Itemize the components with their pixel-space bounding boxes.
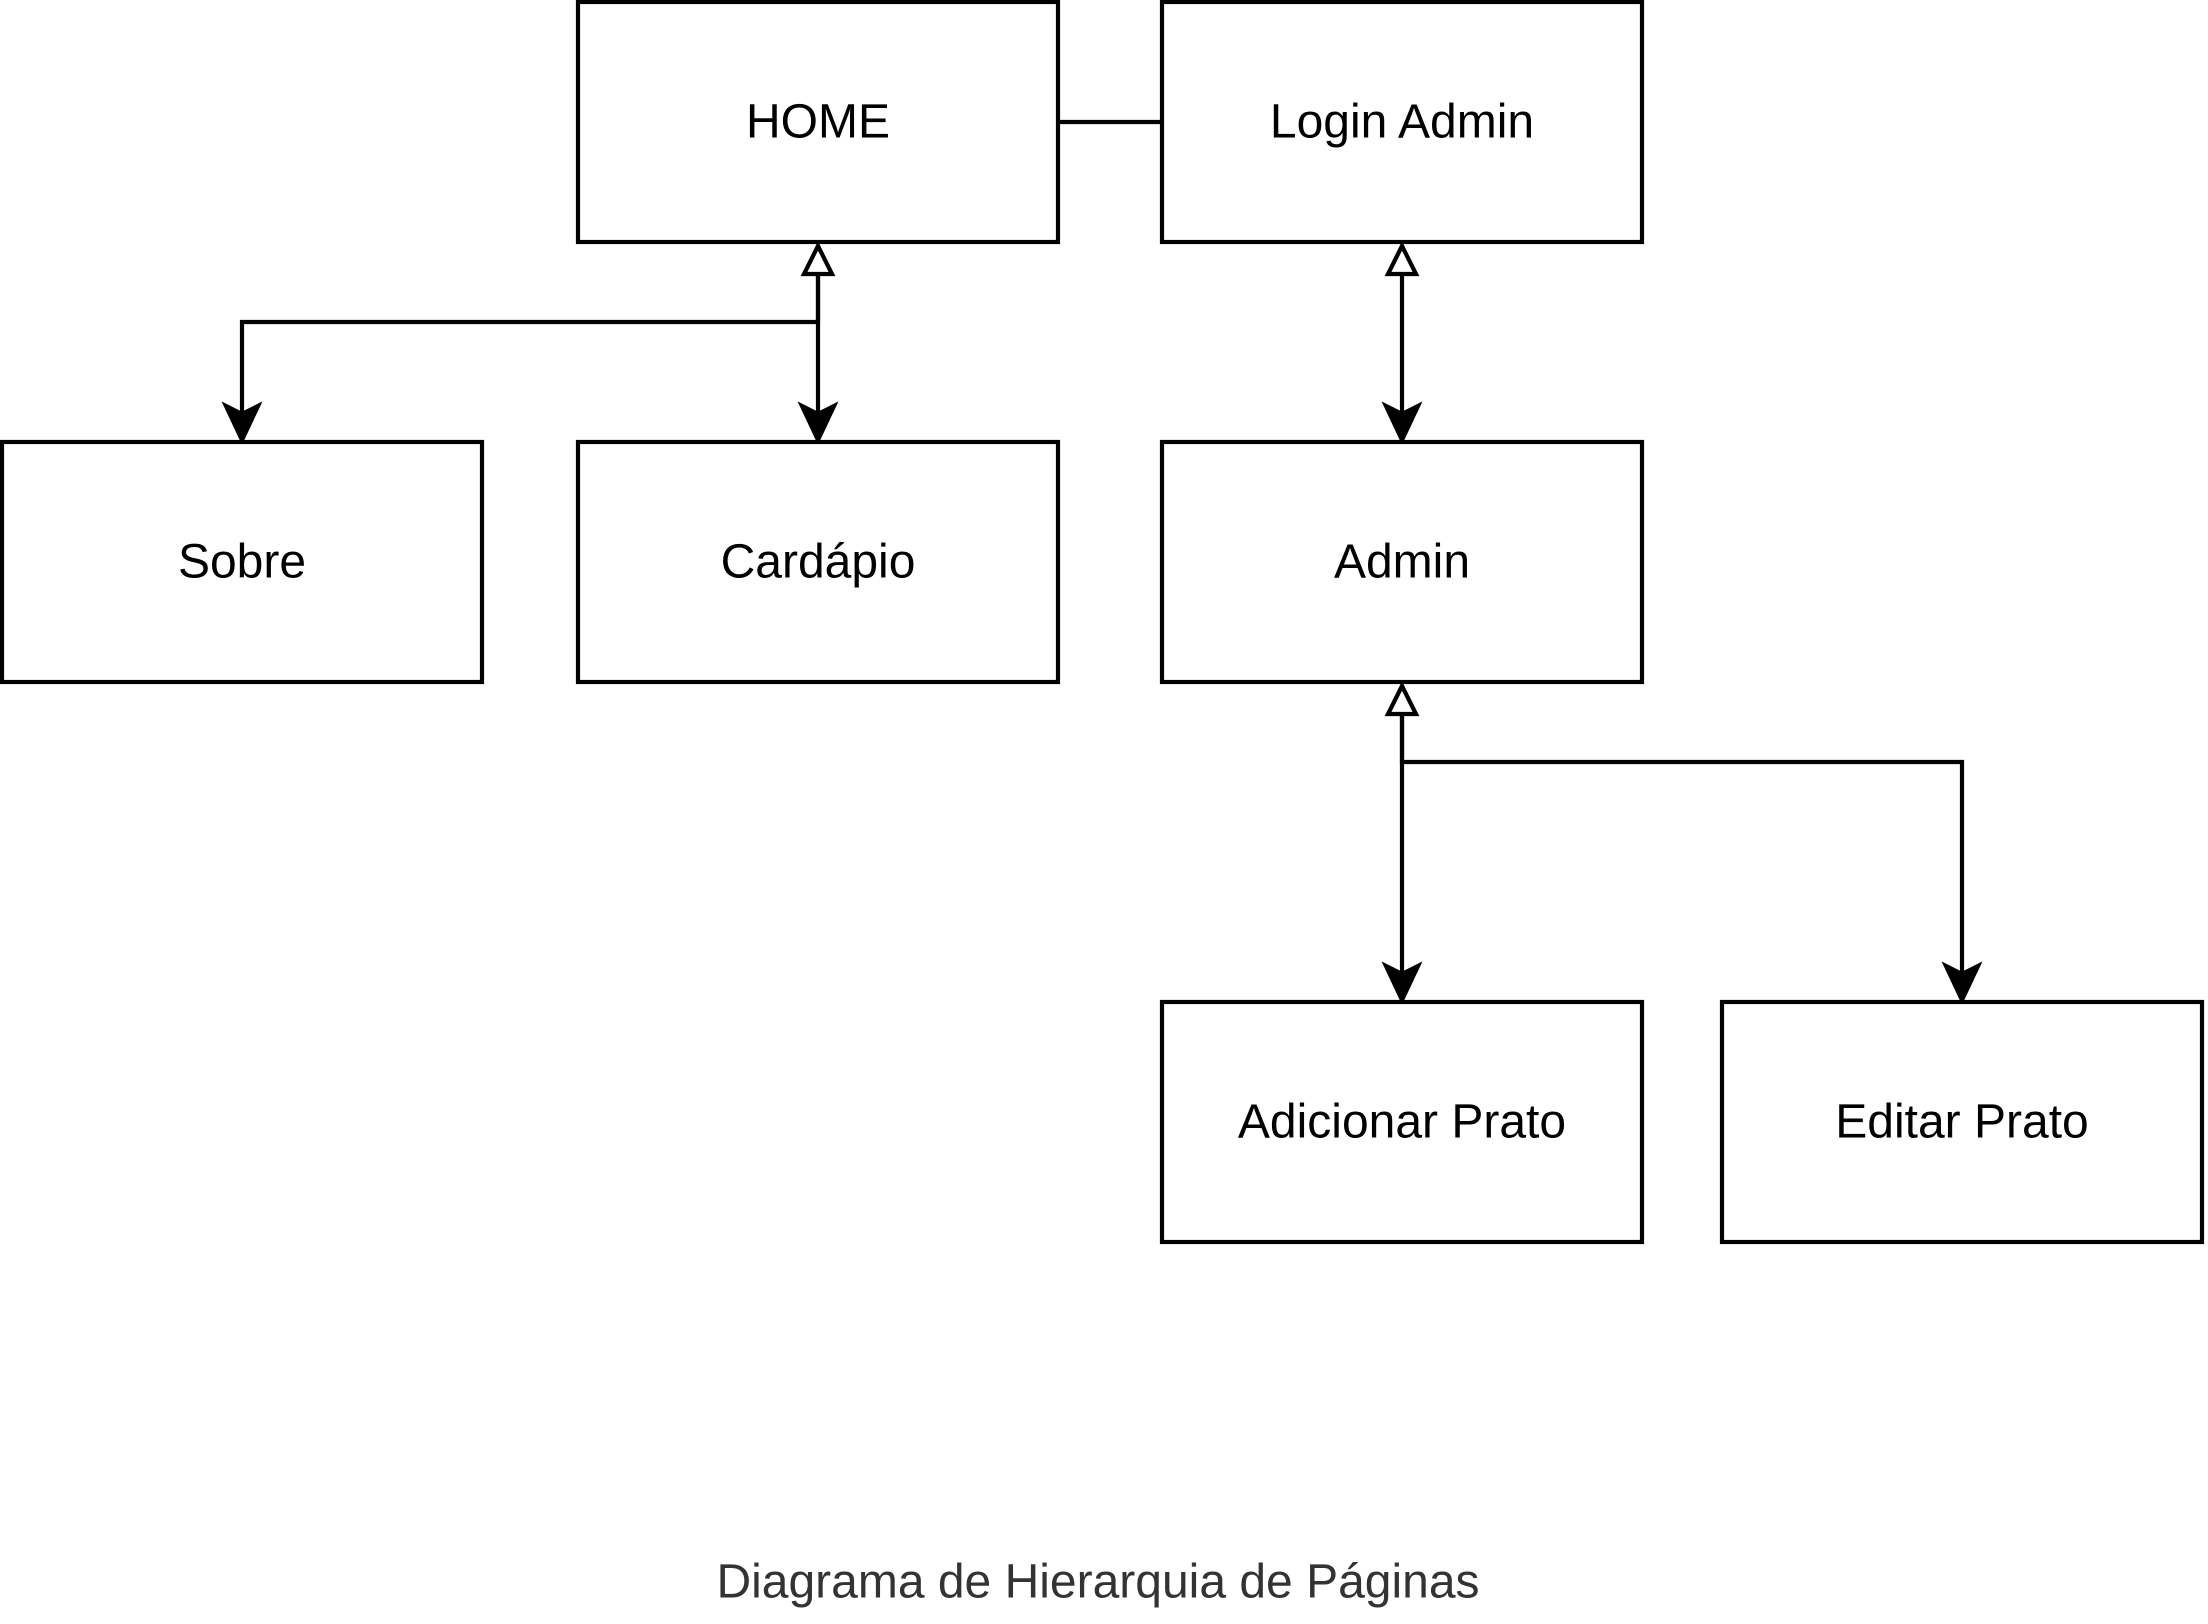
node-adicionar-prato: Adicionar Prato [1159,999,1645,1245]
node-adicionar-prato-label: Adicionar Prato [1238,1096,1566,1149]
node-cardapio-label: Cardápio [721,536,916,589]
node-editar-prato: Editar Prato [1719,999,2205,1245]
node-home-label: HOME [746,96,890,149]
node-login-admin: Login Admin [1159,0,1645,245]
solid-arrowhead-admin [1381,401,1423,445]
open-arrowhead-home [800,241,836,277]
node-home: HOME [575,0,1061,245]
solid-arrowhead-editar-prato [1941,961,1983,1005]
solid-arrowhead-adicionar-prato [1381,961,1423,1005]
open-arrowhead-admin [1384,681,1420,717]
solid-arrowhead-sobre [221,401,263,445]
edge-home-sobre [239,272,821,418]
node-sobre-label: Sobre [178,536,306,589]
node-login-admin-label: Login Admin [1270,96,1534,149]
node-cardapio: Cardápio [575,439,1061,685]
solid-arrowhead-cardapio [797,401,839,445]
edge-admin-editar-prato [1399,712,1965,978]
diagram-caption: Diagrama de Hierarquia de Páginas [716,1556,1479,1609]
node-editar-prato-label: Editar Prato [1835,1096,2088,1149]
arrowheads [221,241,1983,1005]
node-sobre: Sobre [0,439,485,685]
open-arrowhead-login-admin [1384,241,1420,277]
node-admin-label: Admin [1334,536,1470,589]
edges [239,119,1965,978]
node-admin: Admin [1159,439,1645,685]
